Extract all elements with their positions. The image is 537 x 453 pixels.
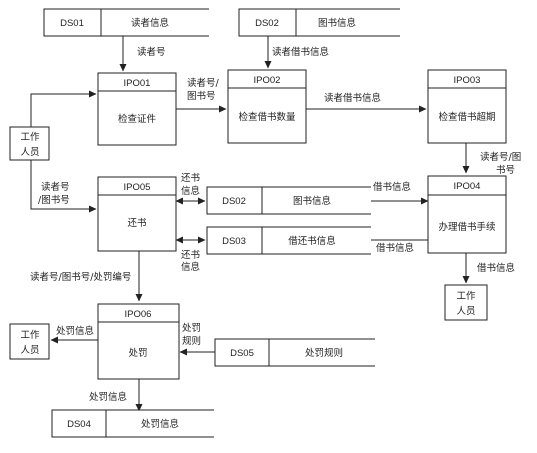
- store-id: DS03: [222, 236, 246, 247]
- process-id: IPO05: [124, 182, 151, 193]
- entity-label-line2: 人员: [20, 147, 39, 158]
- flow-label-penalty-rule-line2: 规则: [182, 335, 201, 347]
- process-ipo04: IPO04 办理借书手续: [427, 175, 507, 254]
- flow-label-borrow-info-ds03: 借书信息: [376, 242, 414, 254]
- flow-label-reader-book-borrow-1: 读者借书信息: [272, 46, 329, 58]
- process-id: IPO01: [124, 78, 151, 89]
- store-id: DS02: [255, 18, 279, 29]
- process-ipo02: IPO02 检查借书数量: [227, 69, 307, 144]
- flow-label-ipo03-ipo04-line2: 书号: [496, 165, 515, 176]
- flow-labels: 读者号 读者借书信息 读者号/ 图书号 读者借书信息 读者号/图 书号 读者号 …: [30, 46, 521, 403]
- entity-label-line1: 工作: [20, 131, 40, 143]
- flow-label-return-info-upper-line2: 信息: [181, 185, 200, 197]
- process-id: IPO06: [125, 309, 152, 320]
- process-ipo01: IPO01 检查证件: [97, 72, 177, 146]
- process-ipo05: IPO05 还书: [97, 176, 177, 252]
- process-name: 检查借书超期: [438, 111, 495, 123]
- flow-label-staff-ipo05-line1: 读者号: [41, 181, 70, 193]
- store-id: DS04: [67, 419, 91, 430]
- entity-label-line2: 人员: [456, 306, 475, 317]
- process-ipo06: IPO06 处罚: [97, 303, 180, 380]
- flow-label-ipo01-ipo02-line2: 图书号: [187, 91, 216, 102]
- process-name: 处罚: [128, 347, 147, 359]
- entity-staff-right: 工作 人员: [444, 284, 488, 321]
- entity-label-line1: 工作: [456, 290, 476, 302]
- process-id: IPO03: [454, 75, 481, 86]
- process-ipo03: IPO03 检查借书超期: [427, 69, 507, 144]
- store-ds02-top: DS02 图书信息: [238, 8, 400, 37]
- process-name: 还书: [127, 217, 147, 229]
- process-name: 办理借书手续: [438, 221, 496, 233]
- store-ds01-top: DS01 读者信息: [43, 8, 209, 37]
- store-name: 读者信息: [131, 17, 169, 29]
- store-id: DS05: [230, 348, 254, 359]
- flow-label-return-info-lower-line2: 信息: [181, 261, 200, 273]
- entity-label-line2: 人员: [20, 345, 39, 356]
- entity-staff-bottom: 工作 人员: [9, 323, 50, 360]
- store-name: 借还书信息: [288, 235, 336, 247]
- flow-staff-to-ipo01: [30, 90, 97, 127]
- store-name: 处罚规则: [305, 347, 343, 359]
- store-name: 图书信息: [293, 195, 331, 207]
- flow-label-penalty-rule-line1: 处罚: [182, 322, 201, 334]
- flow-label-penalty-info-ds04: 处罚信息: [89, 391, 127, 403]
- store-ds04: DS04 处罚信息: [51, 409, 214, 438]
- flow-label-staff-ipo05-line2: /图书号: [38, 195, 70, 206]
- process-name: 检查证件: [118, 113, 157, 125]
- connectors: [30, 36, 470, 412]
- flow-label-ipo03-ipo04-line1: 读者号/图: [480, 151, 521, 163]
- flow-label-borrow-info-ds02: 借书信息: [373, 181, 411, 193]
- flow-label-reader-book-borrow-2: 读者借书信息: [324, 92, 381, 104]
- store-ds05: DS05 处罚规则: [214, 338, 375, 367]
- entity-staff-left: 工作 人员: [9, 126, 50, 161]
- flow-label-return-info-lower-line1: 还书: [181, 249, 201, 261]
- flow-label-ipo05-ipo06: 读者号/图书号/处罚编号: [30, 271, 131, 283]
- process-id: IPO04: [454, 181, 481, 192]
- store-name: 图书信息: [318, 17, 356, 29]
- flow-label-reader-id: 读者号: [137, 46, 166, 58]
- process-name: 检查借书数量: [238, 111, 296, 123]
- store-name: 处罚信息: [141, 418, 179, 430]
- flow-staff-to-ipo05: [30, 160, 97, 213]
- store-id: DS01: [60, 18, 84, 29]
- store-ds03: DS03 借还书信息: [206, 226, 371, 255]
- entity-label-line1: 工作: [20, 329, 40, 341]
- process-id: IPO02: [254, 75, 281, 86]
- store-id: DS02: [222, 196, 246, 207]
- flow-label-borrow-info-out: 借书信息: [477, 262, 515, 274]
- flow-label-ipo01-ipo02-line1: 读者号/: [187, 77, 220, 89]
- store-ds02-mid: DS02 图书信息: [206, 186, 371, 215]
- flow-label-return-info-upper-line1: 还书: [181, 172, 201, 184]
- flow-label-penalty-info-out: 处罚信息: [56, 325, 94, 337]
